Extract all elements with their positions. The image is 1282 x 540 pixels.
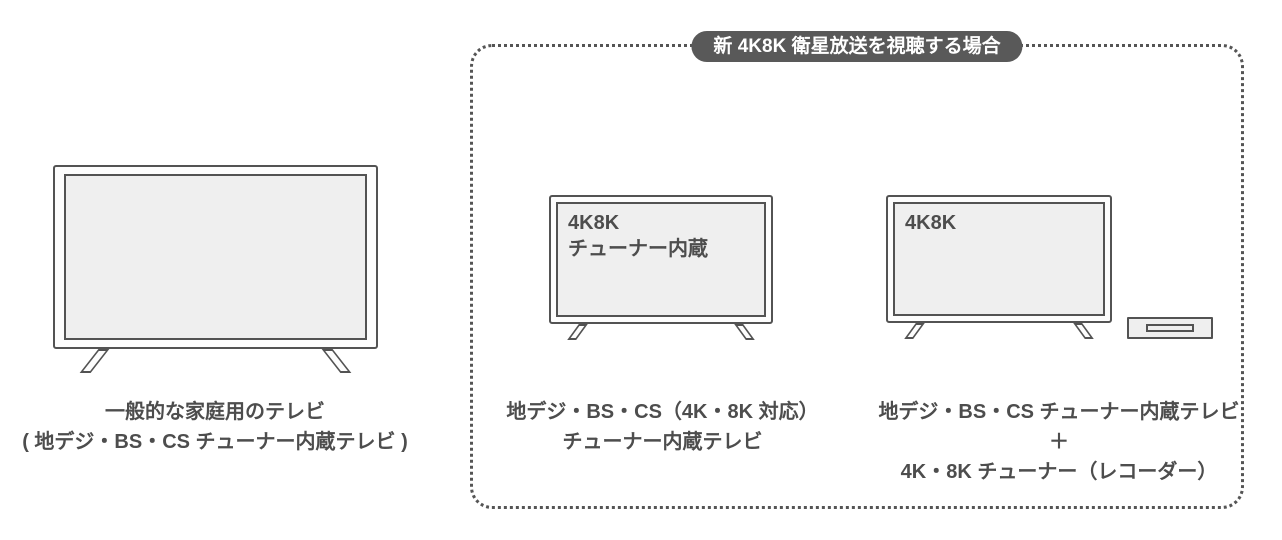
standard-tv-caption-line1: 一般的な家庭用のテレビ [105, 401, 325, 423]
tuner-tv-screen-label-line2: チューナー内蔵 [568, 238, 708, 260]
tuner-tv-caption-line1: 地デジ・BS・CS（4K・8K 対応） [506, 401, 819, 423]
recorder-tv-caption-line3: 4K・8K チューナー（レコーダー） [900, 461, 1218, 483]
recorder-tv-caption-line1: 地デジ・BS・CS チューナー内蔵テレビ [878, 401, 1240, 423]
tuner-tv-illustration: 4K8K チューナー内蔵 [549, 195, 773, 340]
tuner-tv-caption: 地デジ・BS・CS（4K・8K 対応） チューナー内蔵テレビ [495, 397, 830, 457]
standard-tv-caption: 一般的な家庭用のテレビ ( 地デジ・BS・CS チューナー内蔵テレビ ) [10, 397, 420, 457]
recorder-illustration [1127, 317, 1213, 339]
recorder-tv-caption: 地デジ・BS・CS チューナー内蔵テレビ ＋ 4K・8K チューナー（レコーダー… [875, 397, 1243, 487]
tuner-tv-screen-label: 4K8K チューナー内蔵 [568, 210, 708, 262]
tuner-tv-caption-line2: チューナー内蔵テレビ [562, 431, 763, 453]
tv-screen: 4K8K チューナー内蔵 [556, 202, 766, 317]
recorder-tv-illustration: 4K8K [886, 195, 1112, 339]
recorder-slot [1146, 324, 1194, 332]
recorder-tv-caption-line2: ＋ [1049, 431, 1069, 453]
tv-screen [64, 174, 367, 340]
panel-title-badge: 新 4K8K 衛星放送を視聴する場合 [691, 31, 1023, 62]
recorder-tv-screen-label: 4K8K [905, 212, 957, 234]
new-4k8k-panel: 新 4K8K 衛星放送を視聴する場合 [470, 31, 1244, 509]
tuner-tv-screen-label-line1: 4K8K [568, 212, 620, 234]
tv-leg-left [79, 349, 110, 373]
standard-tv-caption-line2: ( 地デジ・BS・CS チューナー内蔵テレビ ) [22, 431, 408, 453]
tv-leg-right [321, 349, 352, 373]
tv-screen: 4K8K [893, 202, 1105, 316]
standard-tv-illustration [53, 165, 378, 373]
